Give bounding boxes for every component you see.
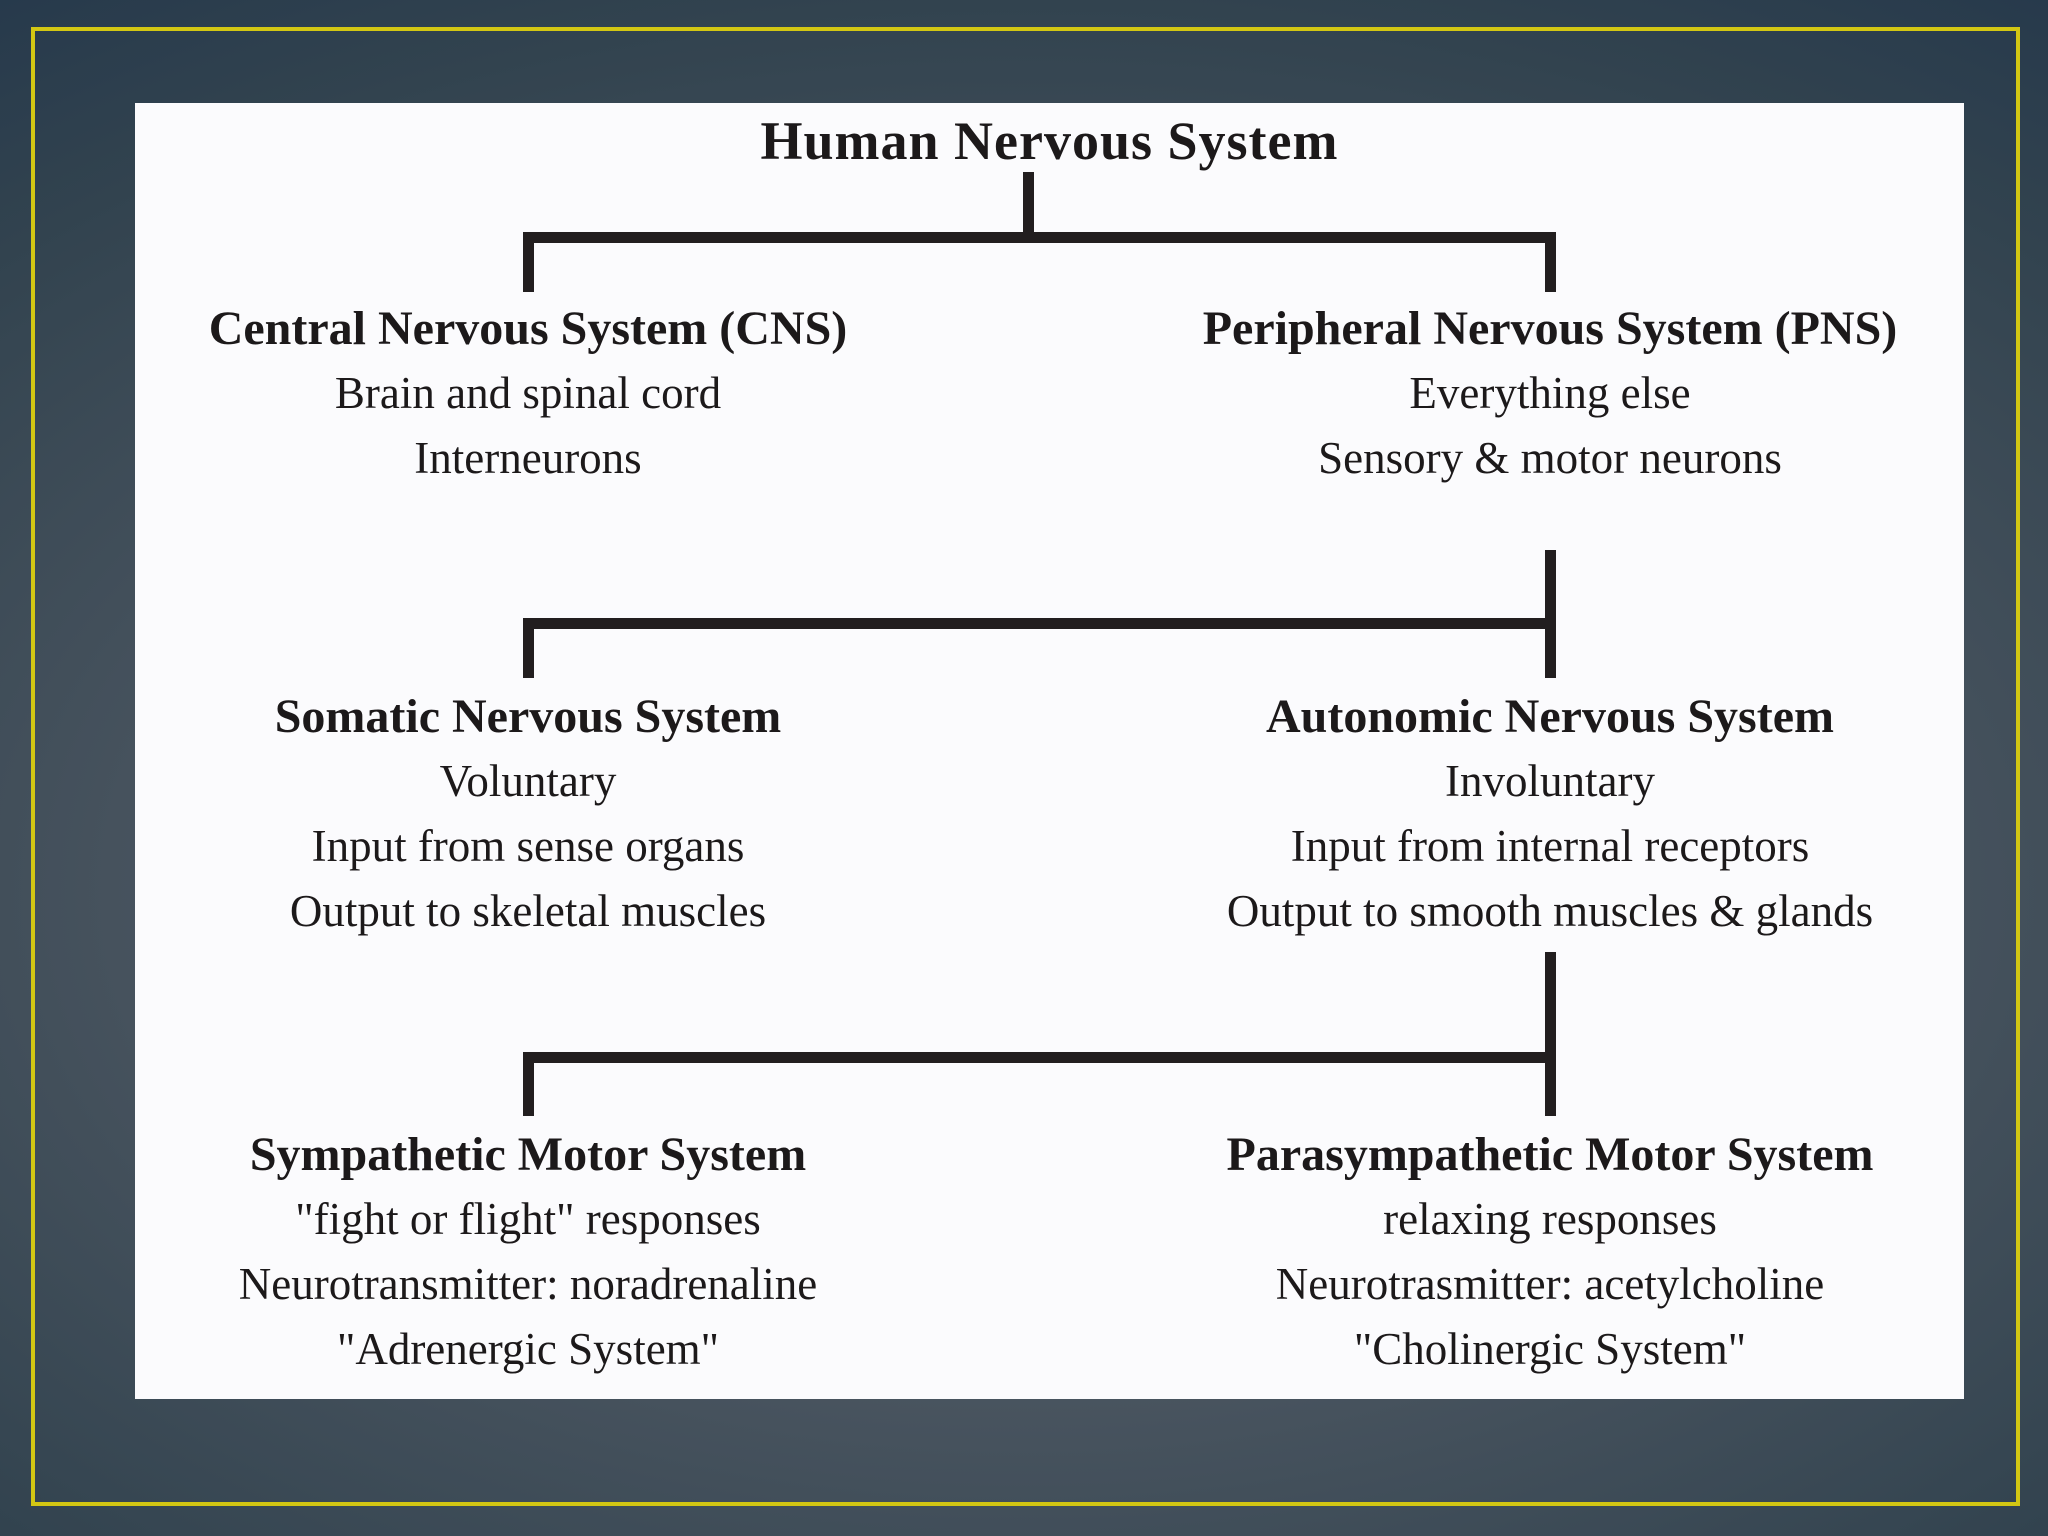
node-sympathetic-heading: Sympathetic Motor System (249, 1128, 807, 1181)
connector-level1-bracket (523, 232, 1556, 292)
slide-frame-border (31, 27, 2020, 1506)
node-autonomic: Autonomic Nervous System Involuntary Inp… (1140, 684, 1960, 944)
node-sympathetic-line: Neurotransmitter: noradrenaline (238, 1259, 818, 1309)
connector-autonomic-stem (1545, 952, 1556, 1052)
node-somatic: Somatic Nervous System Voluntary Input f… (150, 684, 906, 944)
node-autonomic-line: Output to smooth muscles & glands (1226, 886, 1874, 936)
diagram-title: Human Nervous System (760, 111, 1339, 171)
node-parasympathetic-line: relaxing responses (1383, 1194, 1717, 1244)
node-cns-heading: Central Nervous System (CNS) (208, 302, 848, 355)
diagram-panel (135, 103, 1964, 1399)
node-sympathetic-line: "Adrenergic System" (336, 1324, 720, 1374)
node-cns-line: Brain and spinal cord (334, 368, 722, 418)
node-parasympathetic: Parasympathetic Motor System relaxing re… (1140, 1122, 1960, 1382)
node-autonomic-line: Input from internal receptors (1290, 821, 1810, 871)
node-parasympathetic-line: "Cholinergic System" (1353, 1324, 1747, 1374)
node-cns: Central Nervous System (CNS) Brain and s… (150, 296, 906, 491)
node-sympathetic: Sympathetic Motor System "fight or fligh… (150, 1122, 906, 1382)
connector-pns-stem (1545, 550, 1556, 618)
connector-level2-bracket (523, 618, 1556, 678)
node-cns-line: Interneurons (414, 433, 642, 483)
node-parasympathetic-line: Neurotrasmitter: acetylcholine (1275, 1259, 1825, 1309)
node-autonomic-heading: Autonomic Nervous System (1266, 690, 1834, 743)
node-pns: Peripheral Nervous System (PNS) Everythi… (1140, 296, 1960, 491)
node-autonomic-line: Involuntary (1445, 756, 1655, 806)
node-parasympathetic-heading: Parasympathetic Motor System (1226, 1128, 1874, 1181)
node-pns-line: Sensory & motor neurons (1318, 433, 1782, 483)
node-sympathetic-line: "fight or flight" responses (295, 1194, 761, 1244)
connector-root-stem (1023, 172, 1034, 232)
node-pns-heading: Peripheral Nervous System (PNS) (1202, 302, 1898, 355)
node-somatic-line: Input from sense organs (311, 821, 745, 871)
node-pns-line: Everything else (1409, 368, 1691, 418)
node-somatic-line: Output to skeletal muscles (289, 886, 767, 936)
connector-level3-bracket (523, 1052, 1556, 1116)
node-somatic-line: Voluntary (439, 756, 617, 806)
node-somatic-heading: Somatic Nervous System (274, 690, 782, 743)
